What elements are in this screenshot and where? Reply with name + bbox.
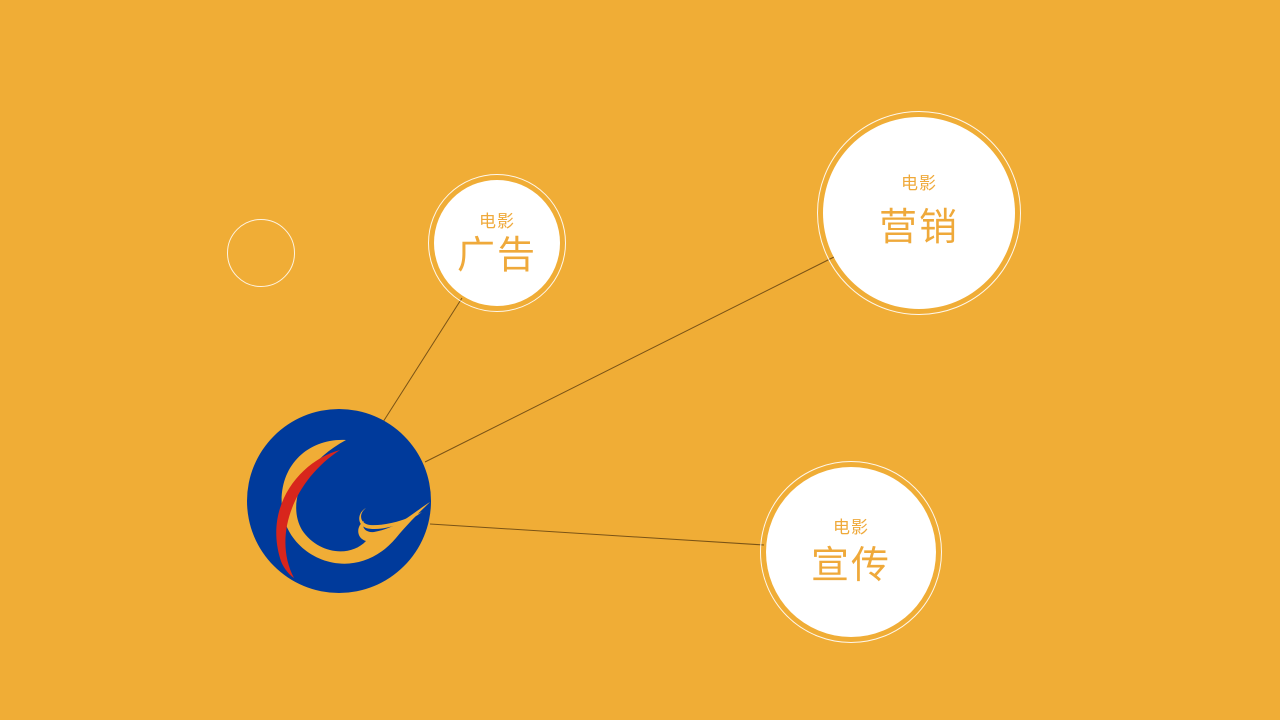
connector-ad [382,297,463,423]
decorative-ring [227,219,295,287]
logo-gold-swoosh [281,439,430,564]
node-advertising[interactable]: 电影 广告 [428,174,566,312]
node-publicity-ring [760,461,942,643]
node-advertising-ring [428,174,566,312]
node-marketing-ring [817,111,1021,315]
node-marketing[interactable]: 电影 营销 [817,111,1021,315]
logo-blue-disc [247,409,431,593]
globe-logo-icon [247,409,431,593]
logo-red-swoosh [276,450,340,578]
connector-marketing [424,254,839,463]
connector-publicity [429,523,765,546]
logo-inner-curl [359,508,422,530]
node-publicity[interactable]: 电影 宣传 [760,461,942,643]
